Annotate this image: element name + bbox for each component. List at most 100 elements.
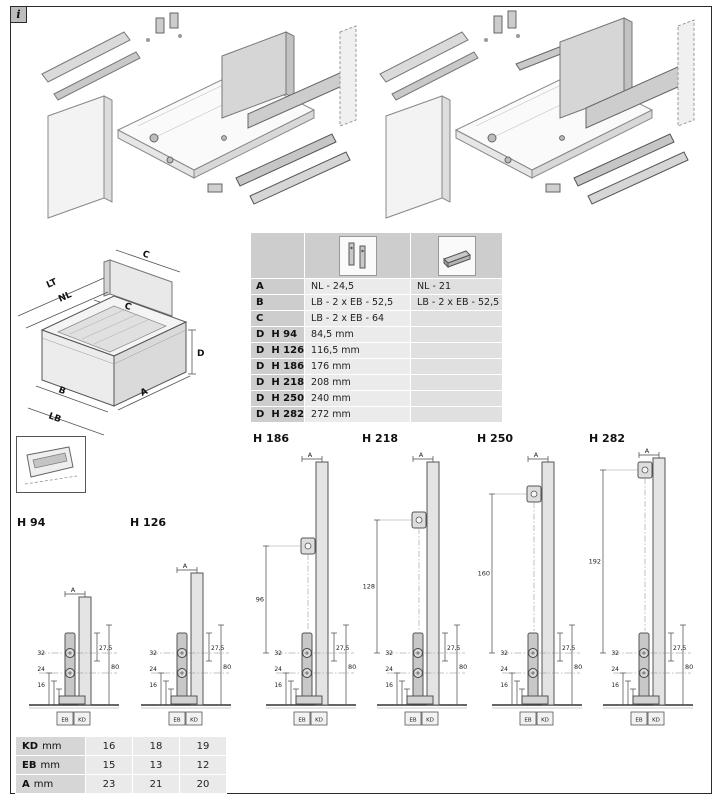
dim-label: A <box>645 447 650 455</box>
dim-label: A <box>308 451 313 459</box>
spec-value-col1: 272 mm <box>304 406 412 423</box>
gallery-rod-holder-icon <box>304 542 312 550</box>
dim-label: KD <box>78 718 86 724</box>
spec-value-col2 <box>410 390 504 407</box>
dim-label: EB <box>524 718 531 724</box>
dim-label: 24 <box>500 666 508 673</box>
bottom-row-unit: mm <box>40 759 60 771</box>
dim-label: 24 <box>385 666 393 673</box>
dim-label: KD <box>190 718 198 724</box>
dim-label: 16 <box>274 682 282 689</box>
dim-label: 80 <box>574 663 582 671</box>
spec-row-sub: H 218 <box>271 377 305 388</box>
inner-front-panel-icon-small <box>437 235 476 276</box>
bottom-row-letter: EB <box>22 759 37 771</box>
dim-label: 160 <box>478 570 490 578</box>
dim-label-c-back: C <box>141 249 151 261</box>
screws <box>149 133 227 164</box>
section-title: H 126 <box>130 516 166 529</box>
dim-label: 32 <box>274 650 282 657</box>
spec-row-label: B <box>249 294 306 311</box>
dim-label: 27,5 <box>673 645 687 652</box>
front-panel <box>47 95 113 219</box>
spec-value-col2 <box>410 406 504 423</box>
dim-label: 96 <box>256 596 264 604</box>
spec-row-sub: H 282 <box>271 409 305 420</box>
slide-rails-bottom <box>207 133 351 205</box>
spec-header-row <box>249 232 504 279</box>
back-panel <box>221 31 295 119</box>
spec-value-col1: 116,5 mm <box>304 342 412 359</box>
bottom-table-value: 16 <box>85 736 133 756</box>
dim-label-c-inner: C <box>123 301 133 313</box>
info-icon: i <box>10 6 27 23</box>
dim-label: 16 <box>37 682 45 689</box>
dimension-labels: LT NL C C B A LB D <box>45 249 204 425</box>
dim-label: 16 <box>611 682 619 689</box>
dim-label: 24 <box>274 666 282 673</box>
spec-value-col1: 176 mm <box>304 358 412 375</box>
dim-label: 32 <box>385 650 393 657</box>
dim-label-b: B <box>57 385 67 397</box>
spec-row-letter: D <box>256 329 265 340</box>
dim-label: 128 <box>363 583 375 591</box>
spec-row-sub: H 94 <box>271 329 298 340</box>
spec-row-letter: B <box>256 297 264 308</box>
dim-label: 32 <box>149 650 157 657</box>
dim-label: 192 <box>589 558 601 566</box>
dim-label: KD <box>652 718 660 724</box>
spec-value-col1: 208 mm <box>304 374 412 391</box>
spec-row-letter: D <box>256 361 265 372</box>
dim-label: EB <box>635 718 642 724</box>
dim-label: 32 <box>37 650 45 657</box>
section-title: H 282 <box>589 432 625 445</box>
spec-row-sub: H 250 <box>271 393 305 404</box>
dim-label: KD <box>315 718 323 724</box>
side-profile-right <box>247 25 357 129</box>
dim-label-lt: LT <box>45 277 59 291</box>
spec-row-label: C <box>249 310 306 327</box>
spec-row-letter: D <box>256 345 265 356</box>
spec-value-col2: NL - 21 <box>410 278 504 295</box>
dim-label-d: D <box>197 349 204 359</box>
spec-row-letter: D <box>256 393 265 404</box>
dim-label: A <box>419 451 424 459</box>
dim-label: 80 <box>111 663 119 671</box>
spec-row-sub: H 186 <box>271 361 305 372</box>
spec-row-label: D H 250 <box>249 390 306 407</box>
spec-value-col2 <box>410 374 504 391</box>
bottom-table-value: 21 <box>132 774 180 794</box>
bottom-row-letter: A <box>22 778 30 790</box>
exploded-view-standard-drawer <box>41 12 357 219</box>
bottom-row-unit: mm <box>42 740 62 752</box>
bottom-table-value: 18 <box>132 736 180 756</box>
dim-label: A <box>534 451 539 459</box>
dim-label: EB <box>409 718 416 724</box>
dim-label-a: A <box>139 387 150 399</box>
spec-value-col2 <box>410 358 504 375</box>
spec-value-col2: LB - 2 x EB - 52,5 <box>410 294 504 311</box>
dim-label: 32 <box>500 650 508 657</box>
spec-value-col1: 240 mm <box>304 390 412 407</box>
dim-label: 27,5 <box>562 645 576 652</box>
dim-label: 16 <box>500 682 508 689</box>
front-brackets <box>146 12 182 42</box>
